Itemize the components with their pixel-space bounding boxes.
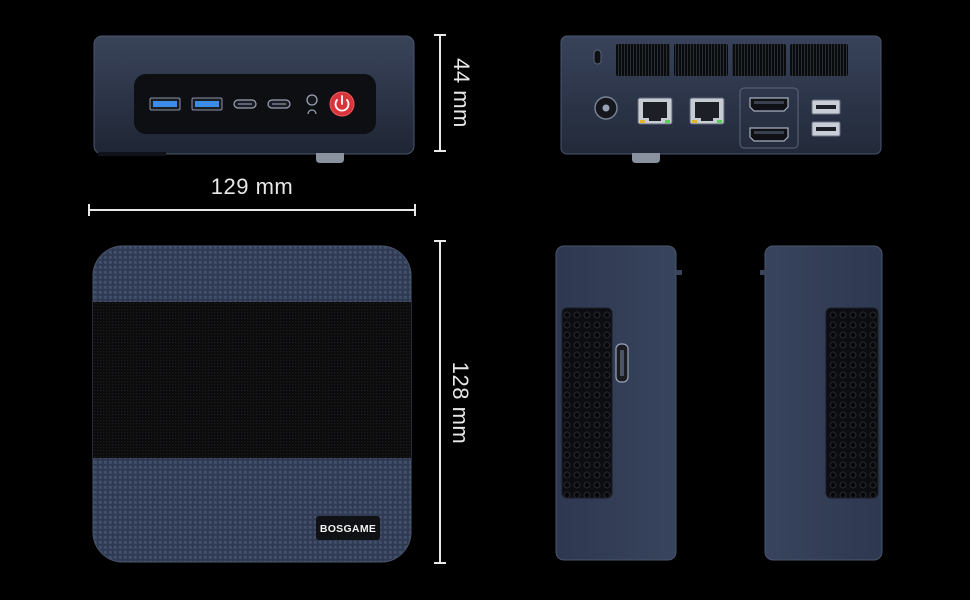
power-button-icon[interactable] bbox=[329, 91, 355, 117]
usb-a-icon bbox=[191, 97, 223, 111]
chassis-foot bbox=[632, 153, 660, 163]
front-view bbox=[93, 35, 415, 163]
usb-c-icon bbox=[233, 99, 257, 109]
width-label: 129 mm bbox=[210, 174, 294, 199]
depth-label: 128 mm bbox=[448, 361, 473, 445]
side-view-left bbox=[555, 245, 682, 561]
top-view: BOSGAME bbox=[92, 245, 412, 563]
usb-c-icon bbox=[615, 343, 629, 383]
width-dimension-line bbox=[88, 204, 416, 216]
chassis-foot bbox=[316, 153, 344, 163]
vent-grille bbox=[674, 44, 728, 76]
side-view-right bbox=[760, 245, 883, 561]
chassis-foot bbox=[98, 152, 166, 156]
audio-jack-icon bbox=[306, 94, 318, 115]
hdmi-icon bbox=[749, 97, 789, 112]
vent-grille bbox=[732, 44, 786, 76]
top-mesh-grille bbox=[93, 302, 411, 458]
rear-view bbox=[560, 35, 882, 163]
svg-text:BOSGAME: BOSGAME bbox=[320, 523, 376, 535]
hex-vent-icon bbox=[561, 307, 613, 499]
hdmi-icon bbox=[749, 127, 789, 142]
logo-badge: BOSGAME bbox=[316, 516, 380, 540]
ethernet-icon bbox=[689, 97, 725, 125]
usb-a-icon bbox=[811, 121, 841, 137]
depth-dimension-line bbox=[434, 240, 446, 564]
usb-a-icon bbox=[149, 97, 181, 111]
vent-grille bbox=[616, 44, 670, 76]
height-label: 44 mm bbox=[449, 58, 474, 128]
hex-vent-icon bbox=[825, 307, 879, 499]
ethernet-icon bbox=[637, 97, 673, 125]
dc-in-icon bbox=[594, 96, 618, 120]
vent-grille bbox=[790, 44, 848, 76]
usb-c-icon bbox=[267, 99, 291, 109]
lock-slot-icon bbox=[593, 49, 602, 65]
height-dimension-line bbox=[434, 34, 446, 152]
usb-a-icon bbox=[811, 99, 841, 115]
